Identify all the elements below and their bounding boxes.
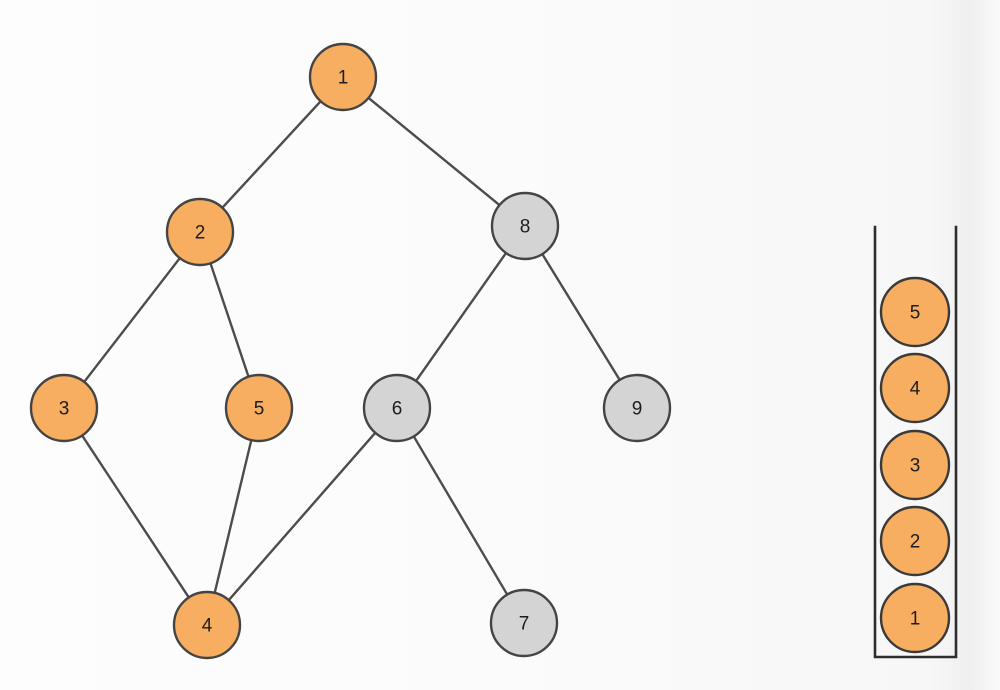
- graph-node-circle-6[interactable]: [362, 373, 432, 443]
- graph-edge-1-8: [366, 96, 502, 207]
- graph-edge-2-5: [208, 261, 251, 379]
- graph-node-9[interactable]: 9: [602, 373, 672, 443]
- graph-node-8[interactable]: 8: [490, 191, 560, 261]
- stack-item[interactable]: 5: [879, 276, 951, 348]
- stack-container-outline: [873, 225, 958, 659]
- graph-edge-2-3: [82, 256, 182, 384]
- graph-edge-layer: [80, 96, 622, 603]
- graph-edge-6-4: [226, 430, 378, 603]
- graph-node-3[interactable]: 3: [29, 373, 99, 443]
- graph-edge-8-6: [414, 250, 508, 384]
- graph-edge-1-2: [220, 99, 323, 210]
- graph-node-2[interactable]: 2: [165, 197, 235, 267]
- graph-node-circle-7[interactable]: [489, 588, 559, 658]
- graph-node-1[interactable]: 1: [308, 42, 378, 112]
- stack-item[interactable]: 1: [879, 582, 951, 654]
- graph-node-circle-4[interactable]: [172, 590, 242, 660]
- graph-node-7[interactable]: 7: [489, 588, 559, 658]
- graph-node-circle-1[interactable]: [308, 42, 378, 112]
- graph-node-6[interactable]: 6: [362, 373, 432, 443]
- graph-node-circle-9[interactable]: [602, 373, 672, 443]
- graph-node-5[interactable]: 5: [224, 373, 294, 443]
- graph-node-circle-8[interactable]: [490, 191, 560, 261]
- graph-edge-5-4: [213, 437, 253, 596]
- graph-edge-6-7: [412, 434, 509, 597]
- graph-node-4[interactable]: 4: [172, 590, 242, 660]
- stack-item[interactable]: 2: [879, 505, 951, 577]
- stack-item-circle-5[interactable]: [879, 276, 951, 348]
- stack-item-circle-1[interactable]: [879, 582, 951, 654]
- graph-edge-3-4: [80, 433, 191, 600]
- graph-node-circle-2[interactable]: [165, 197, 235, 267]
- stack-item-circle-2[interactable]: [879, 505, 951, 577]
- graph-node-circle-3[interactable]: [29, 373, 99, 443]
- stack-item-circle-4[interactable]: [879, 352, 951, 424]
- stack-item[interactable]: 4: [879, 352, 951, 424]
- graph-edge-8-9: [540, 252, 622, 382]
- stack-item-circle-3[interactable]: [879, 429, 951, 501]
- stack-item[interactable]: 3: [879, 429, 951, 501]
- graph-node-circle-5[interactable]: [224, 373, 294, 443]
